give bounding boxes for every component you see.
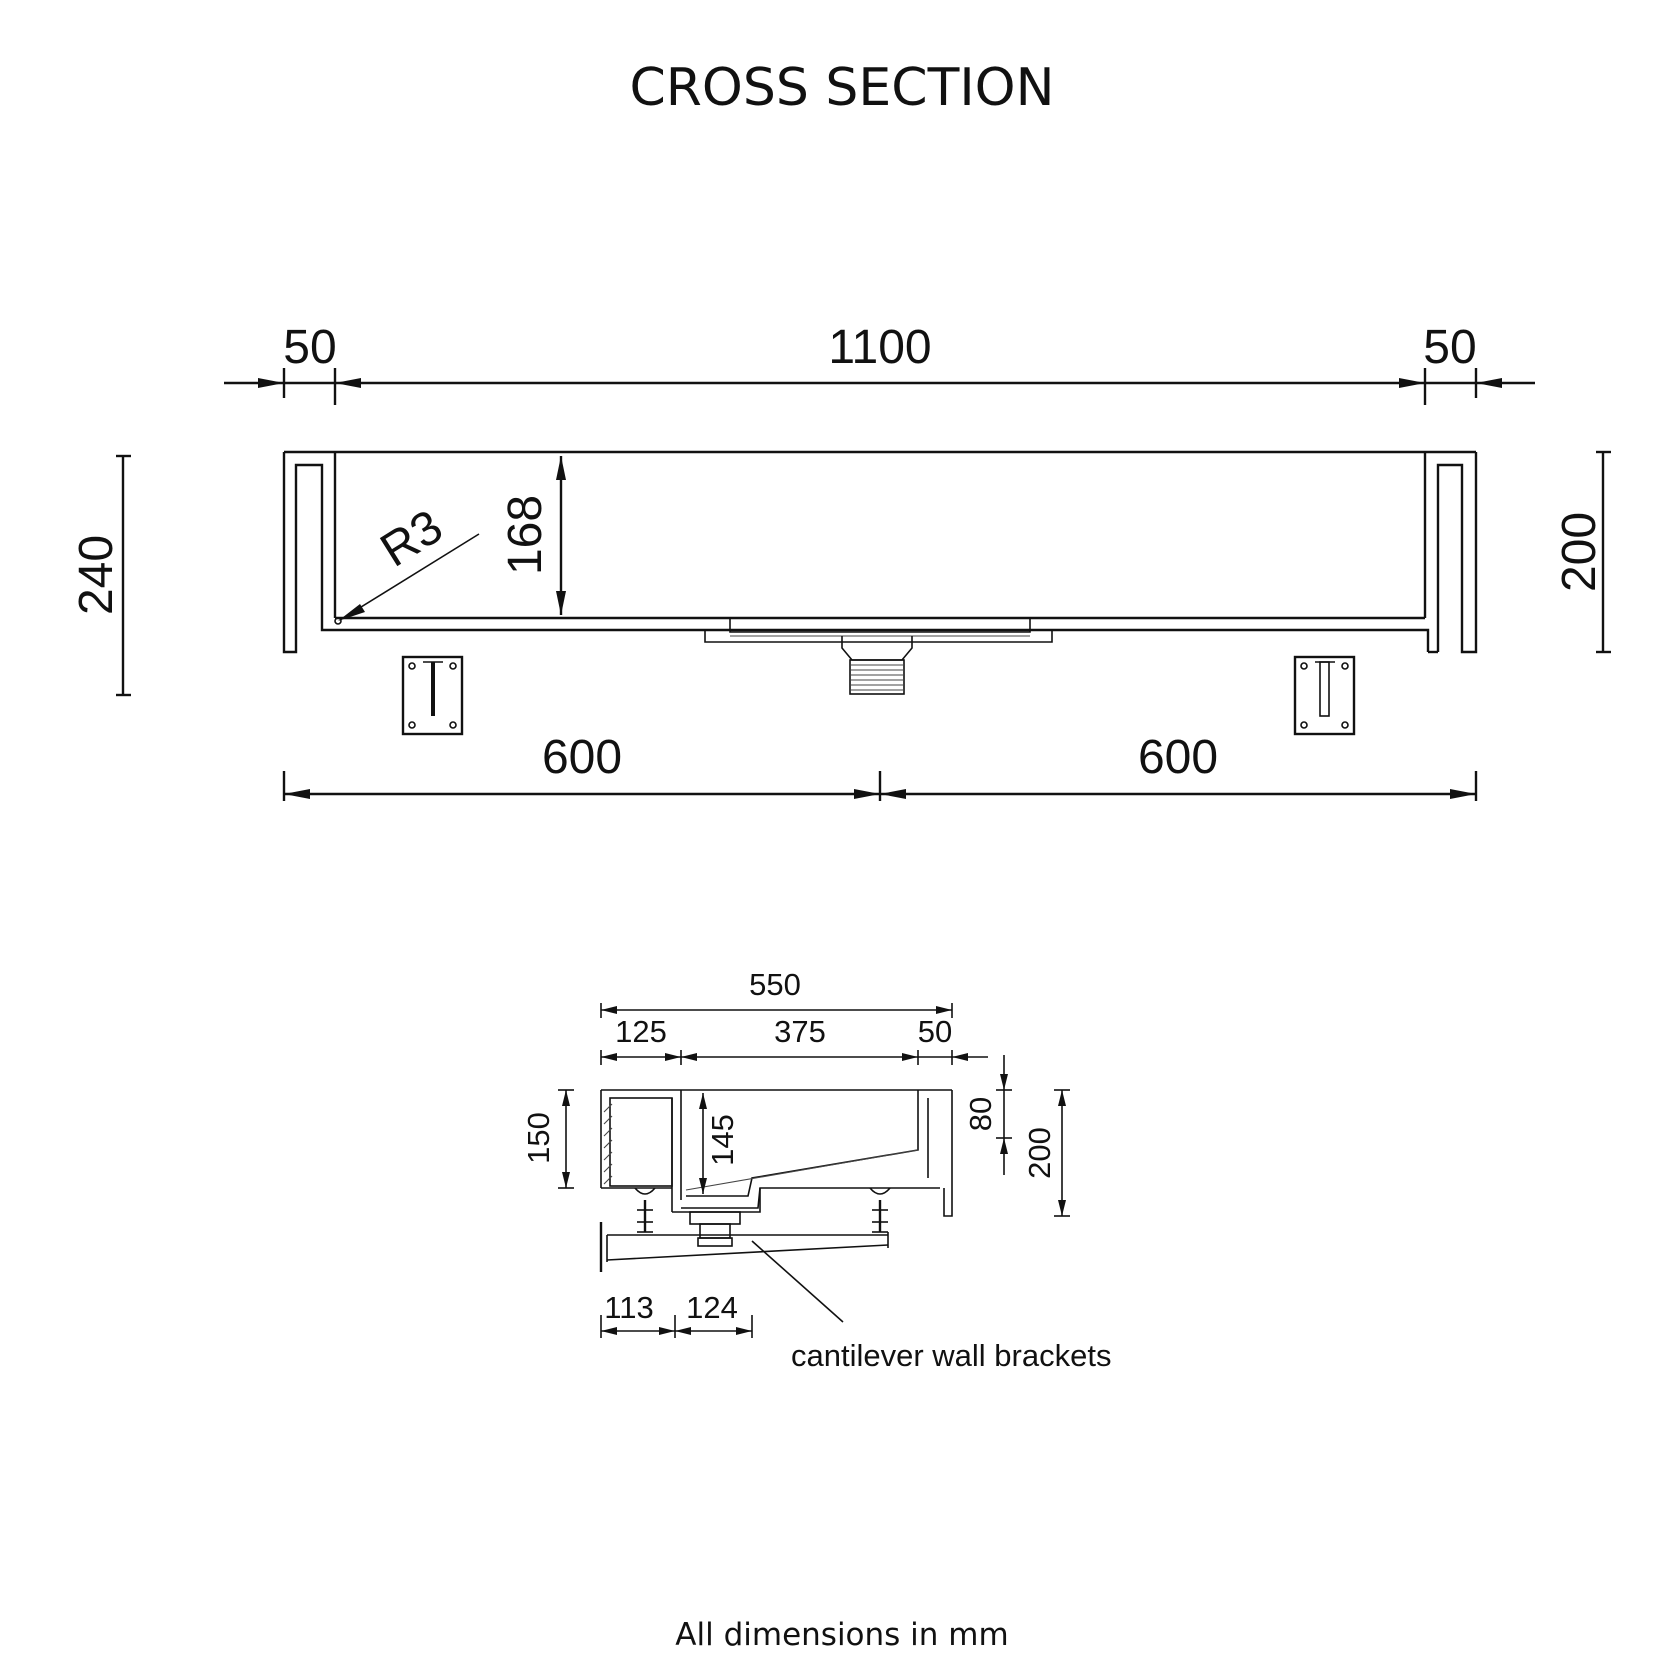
dim-height-right-label: 200 xyxy=(1553,512,1606,592)
dim-top-drop-label: 80 xyxy=(963,1097,998,1131)
side-hatch xyxy=(603,1103,613,1185)
radius-callout: R3 xyxy=(334,500,480,625)
dim-bracket-a-label: 113 xyxy=(604,1290,653,1325)
side-segment-dimension: 125 375 50 xyxy=(600,1014,988,1065)
dim-inner-depth-label: 168 xyxy=(499,495,552,575)
inner-depth-dimension: 168 xyxy=(499,456,566,615)
dim-top-right-label: 50 xyxy=(1423,321,1476,374)
units-footnote: All dimensions in mm xyxy=(675,1617,1008,1653)
side-inner-depth-dimension: 145 xyxy=(699,1093,740,1194)
dim-seg-a-label: 125 xyxy=(615,1014,667,1049)
dim-bottom-left-label: 600 xyxy=(542,731,622,784)
dim-bracket-b-label: 124 xyxy=(686,1290,738,1325)
dim-height-left-label: 240 xyxy=(70,535,123,615)
dim-side-height-right-label: 200 xyxy=(1022,1127,1057,1179)
front-bottom-dimension: 600 600 xyxy=(282,731,1478,801)
side-view: 550 125 375 50 xyxy=(521,967,1111,1373)
dim-overall-label: 550 xyxy=(749,967,801,1002)
side-bracket-dimension: 113 124 xyxy=(600,1290,753,1338)
left-height-dimension: 240 xyxy=(70,454,131,697)
front-view: 50 1100 50 xyxy=(70,321,1611,801)
side-foot-left xyxy=(634,1187,656,1233)
bracket-callout: cantilever wall brackets xyxy=(751,1240,1111,1373)
drain-thread xyxy=(850,664,904,691)
dim-top-width-label: 1100 xyxy=(828,321,931,374)
dim-bottom-right-label: 600 xyxy=(1138,731,1218,784)
dim-radius-label: R3 xyxy=(372,500,452,577)
side-cantilever-bracket xyxy=(599,1222,889,1272)
drawing-title: CROSS SECTION xyxy=(629,58,1054,118)
bracket-left xyxy=(401,655,464,736)
front-top-dimension: 50 1100 50 xyxy=(224,321,1535,405)
side-foot-right xyxy=(869,1187,891,1233)
dim-seg-b-label: 375 xyxy=(774,1014,826,1049)
side-overall-dimension: 550 xyxy=(600,967,953,1018)
dim-side-height-left-label: 150 xyxy=(521,1112,556,1164)
right-height-dimension: 200 xyxy=(1553,450,1611,654)
basin-outline xyxy=(282,450,1478,695)
bracket-note: cantilever wall brackets xyxy=(791,1338,1111,1373)
side-top-drop-dimension: 80 xyxy=(963,1055,1012,1175)
side-profile xyxy=(599,1089,953,1272)
dim-seg-c-label: 50 xyxy=(918,1014,952,1049)
dim-side-inner-depth-label: 145 xyxy=(705,1114,740,1166)
bracket-right xyxy=(1293,655,1356,736)
side-right-height-dimension: 200 xyxy=(1022,1089,1070,1217)
side-left-height-dimension: 150 xyxy=(521,1089,574,1189)
dim-top-left-label: 50 xyxy=(283,321,336,374)
